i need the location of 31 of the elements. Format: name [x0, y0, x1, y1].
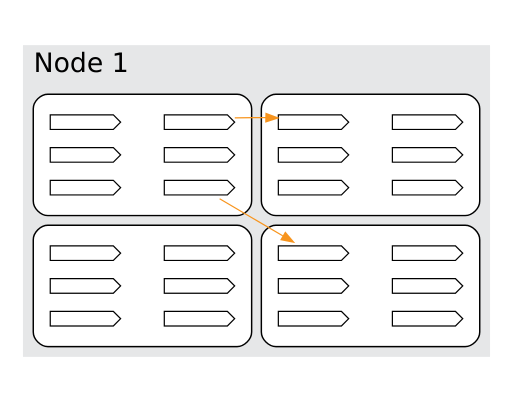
node-arrow [277, 310, 350, 327]
node-arrow [163, 147, 236, 163]
node-arrow [49, 180, 121, 196]
node-arrow [277, 180, 350, 196]
node-arrow [277, 278, 350, 294]
node-arrow [391, 245, 464, 262]
node-arrow [277, 245, 350, 262]
node-arrow [163, 310, 236, 327]
node-arrow [49, 278, 121, 294]
cluster [32, 94, 252, 216]
node-arrow [163, 245, 236, 262]
cluster [260, 94, 480, 216]
node-arrow [163, 180, 236, 196]
cluster [260, 224, 480, 348]
node-arrow [391, 114, 464, 130]
node-arrow [391, 147, 464, 163]
node-arrow [391, 278, 464, 294]
node-arrow [49, 114, 121, 130]
node-arrow [49, 245, 121, 262]
cluster [32, 224, 252, 348]
node-arrow [391, 180, 464, 196]
node-arrow [391, 310, 464, 327]
arrow [218, 198, 295, 244]
node-arrow [163, 278, 236, 294]
cluster: Node 1 [22, 45, 490, 357]
node-arrow [49, 310, 121, 327]
node-arrow [277, 147, 350, 163]
arrow [234, 112, 280, 123]
node-arrow [163, 114, 236, 130]
node-arrow [277, 114, 350, 130]
node-arrow [49, 147, 121, 163]
